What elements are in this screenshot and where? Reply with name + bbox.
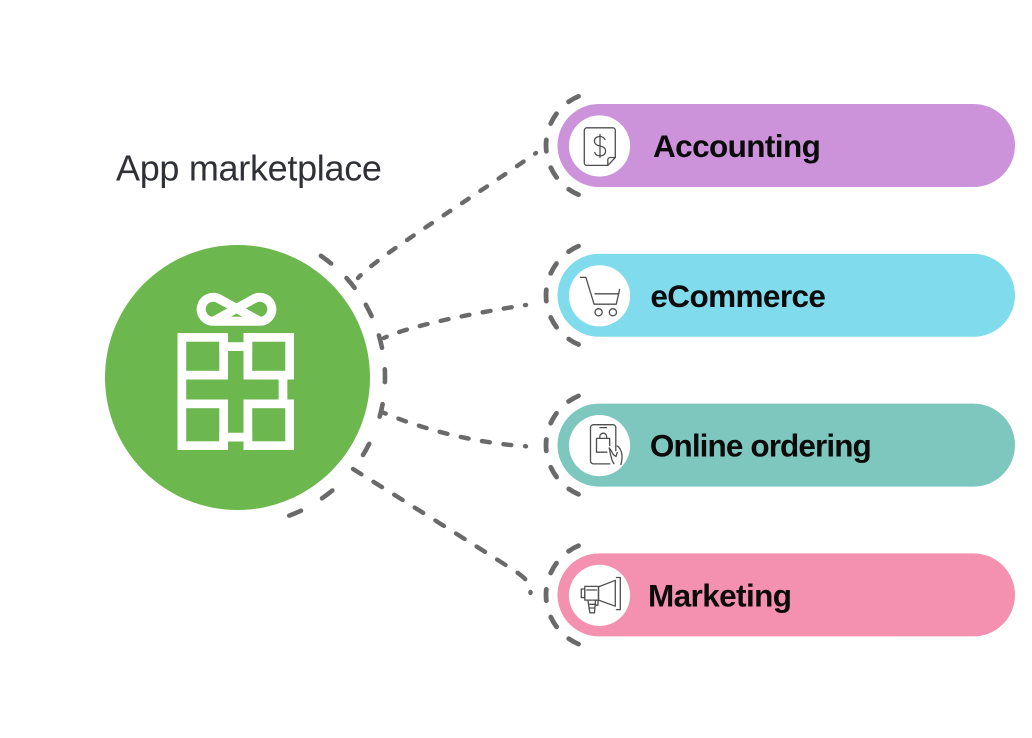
svg-text:Marketing: Marketing <box>648 577 791 613</box>
svg-text:eCommerce: eCommerce <box>650 278 825 314</box>
svg-text:Accounting: Accounting <box>653 128 820 164</box>
svg-text:App marketplace: App marketplace <box>116 148 382 189</box>
svg-text:Online ordering: Online ordering <box>650 428 871 464</box>
